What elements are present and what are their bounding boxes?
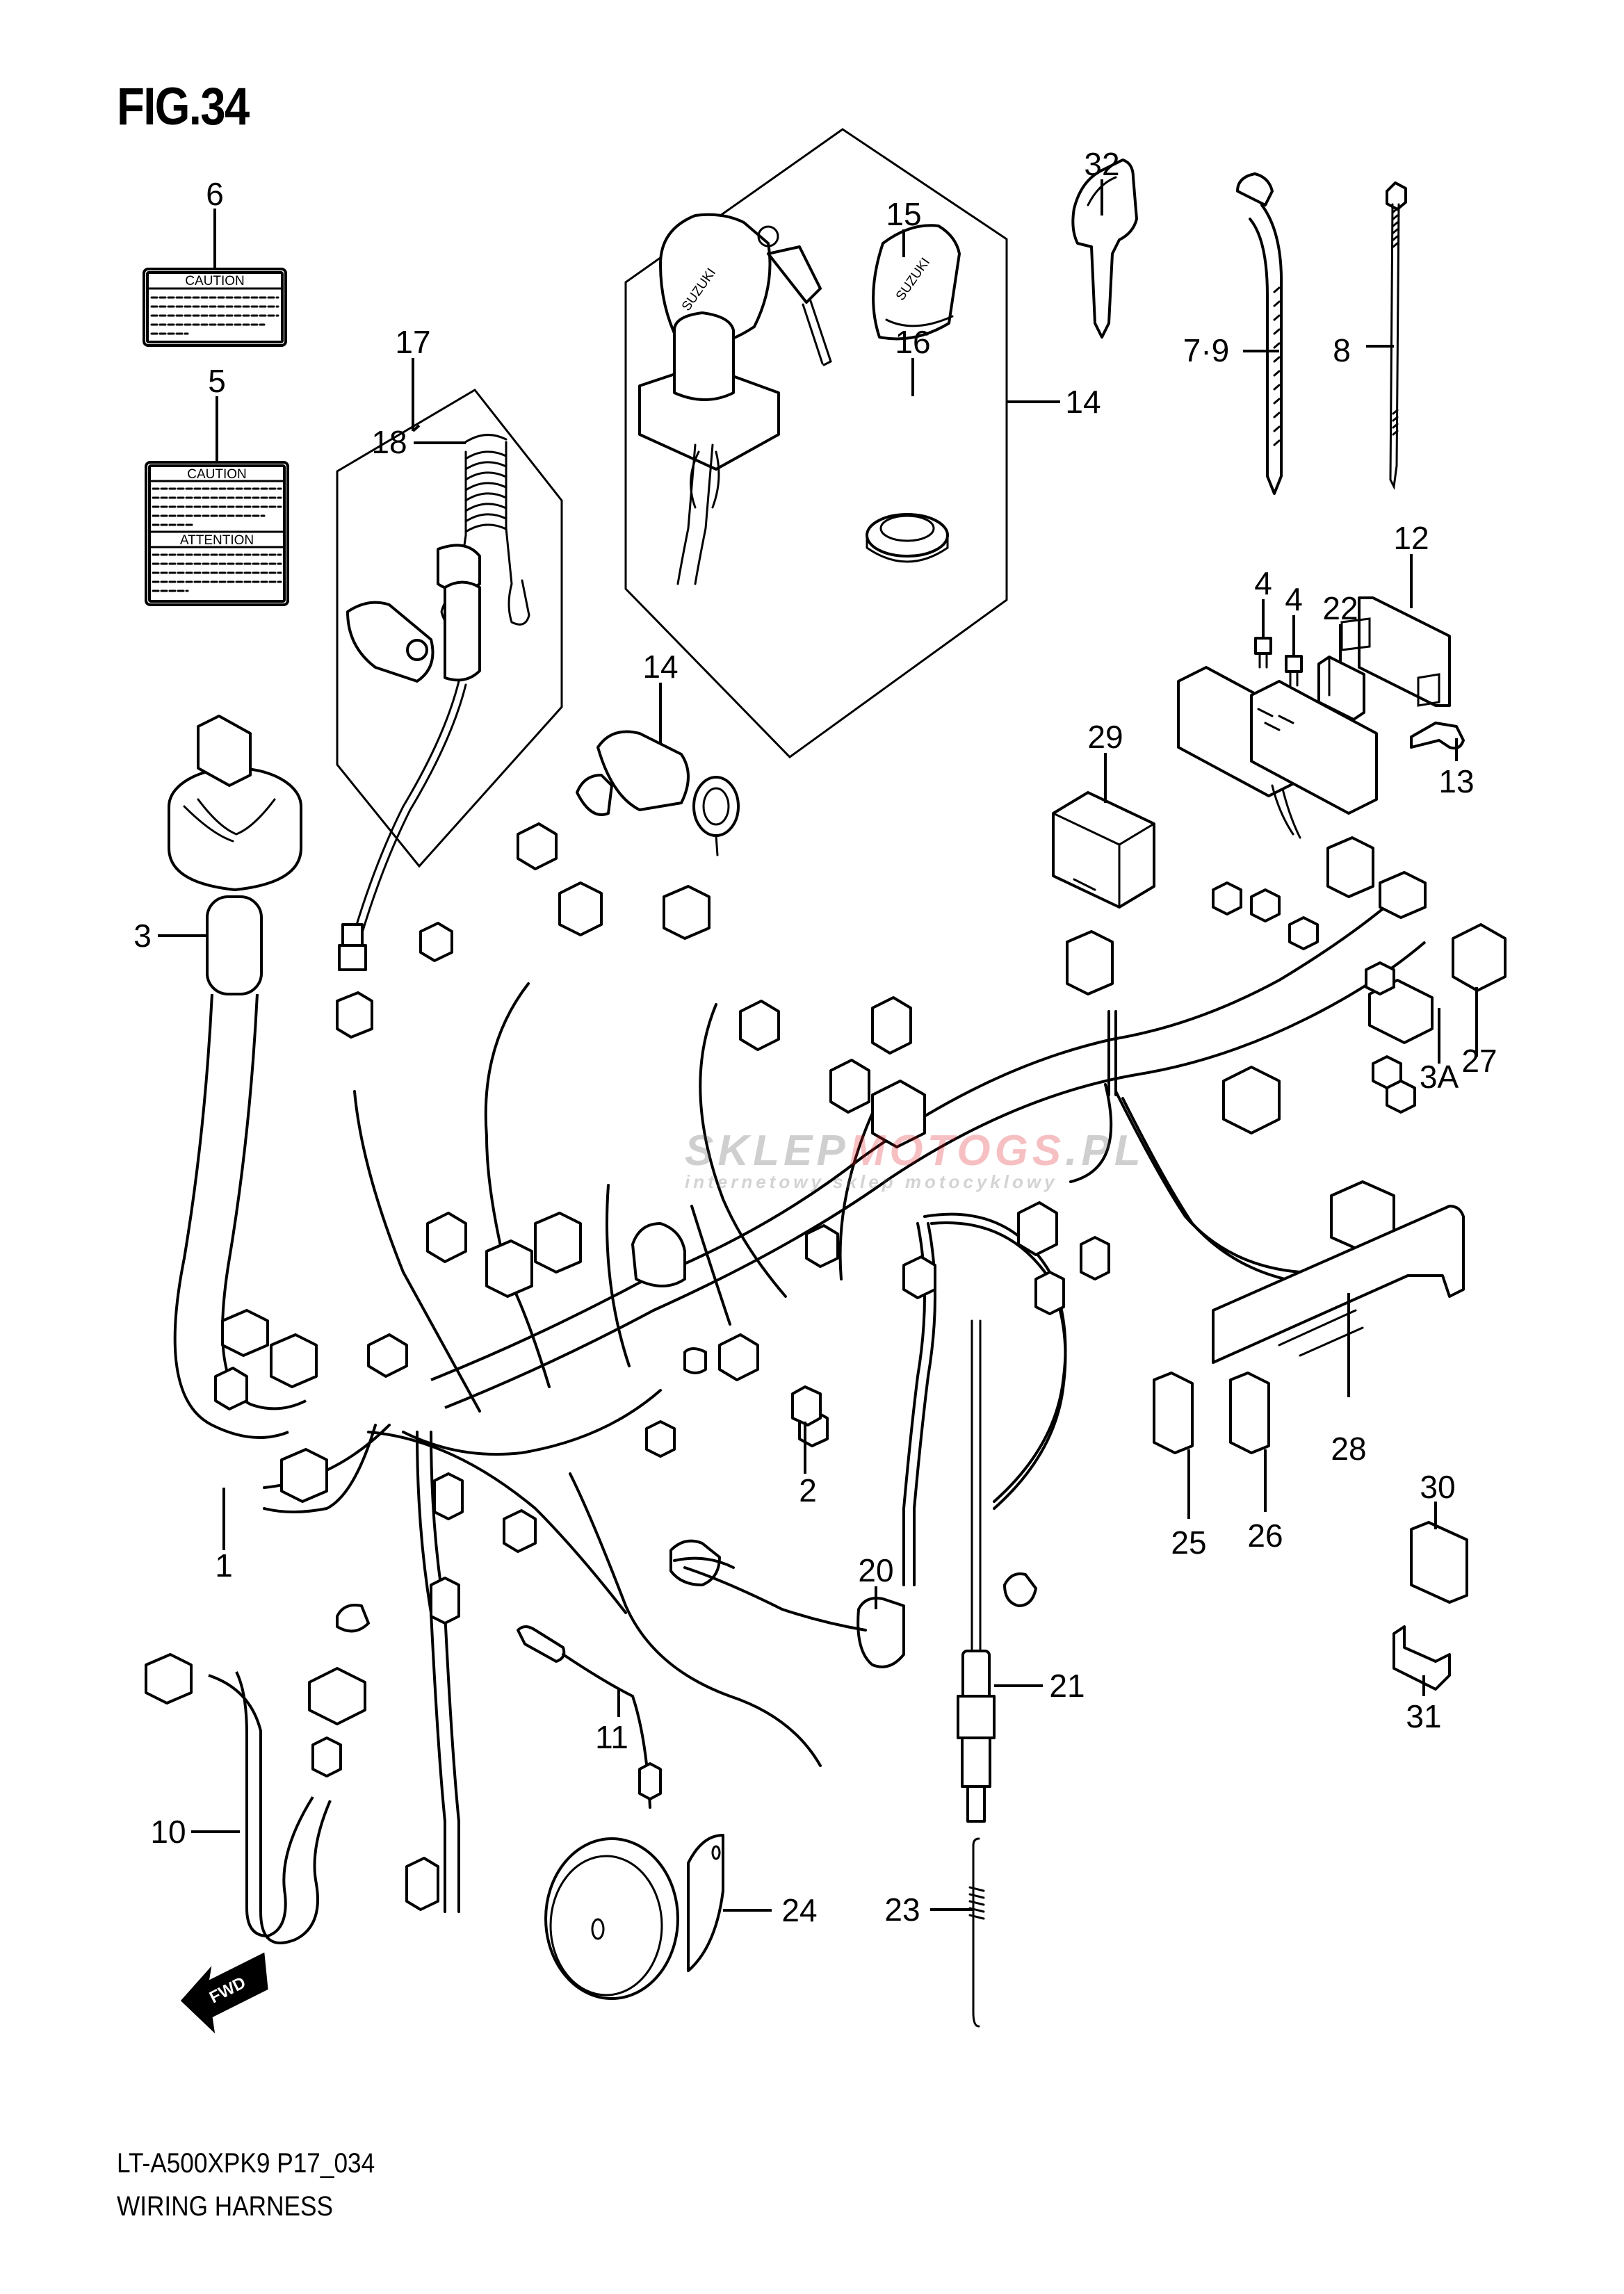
ignition-switch-nut — [866, 513, 949, 563]
callout-31: 31 — [1406, 1698, 1441, 1734]
callout-14: 14 — [642, 649, 678, 685]
callout-12: 12 — [1393, 520, 1429, 556]
callout-27: 27 — [1461, 1043, 1497, 1079]
callout-2: 2 — [799, 1472, 817, 1508]
callout-3: 3 — [133, 918, 152, 954]
emergency-stop-switch-group — [336, 389, 563, 971]
brake-switch-part — [673, 1556, 905, 1668]
callout-1: 1 — [215, 1547, 233, 1584]
callout-10: 10 — [150, 1814, 186, 1850]
callout-4a: 4 — [1254, 565, 1272, 601]
power-socket-part — [576, 730, 740, 856]
callout-3A: 3A — [1420, 1059, 1459, 1095]
connector-cap-part — [791, 1385, 822, 1426]
bracket-part — [1212, 1205, 1465, 1364]
key-blank-part — [1071, 158, 1138, 339]
callout-8: 8 — [1333, 332, 1351, 368]
emergency-switch-body — [338, 580, 481, 971]
callout-21: 21 — [1049, 1668, 1085, 1704]
relay-unit-part — [1052, 791, 1155, 909]
fuse-box-group — [1177, 596, 1465, 839]
caution-heading: CAUTION — [187, 467, 247, 482]
forward-direction-arrow: FWD — [180, 1952, 268, 2034]
ignition-switch-cover: SUZUKI — [872, 224, 961, 341]
callout-23: 24 — [781, 1892, 817, 1928]
horn-part — [544, 1834, 724, 2000]
main-wiring-harness-part — [214, 822, 1507, 1913]
cable-clamp-part — [1236, 172, 1283, 495]
cable-tie-part — [1386, 181, 1407, 491]
callout-17: 16 — [895, 324, 930, 360]
caution-attention-label-part: CAUTION ATTENTION — [145, 461, 289, 606]
callout-22: 23 — [884, 1892, 920, 1928]
callout-19: 18 — [371, 424, 407, 460]
harness-connectors — [214, 822, 1507, 1911]
spring-part — [968, 1837, 985, 2028]
leader-lines — [158, 179, 1478, 1912]
callout-5: 5 — [208, 363, 226, 399]
attention-heading: ATTENTION — [180, 533, 254, 548]
callout-24: 22 — [1322, 590, 1358, 626]
lead-wire-part — [145, 1653, 342, 1944]
callout-26: 26 — [1247, 1518, 1283, 1554]
lanyard-coil — [437, 434, 530, 632]
bracket-small-31 — [1392, 1625, 1451, 1691]
callout-13: 13 — [1438, 763, 1474, 799]
model-code-caption: LT-A500XPK9 P17_034 — [117, 2148, 375, 2179]
ignition-switch-body: SUZUKI — [638, 213, 780, 585]
oxygen-sensor-part — [957, 1319, 996, 1823]
meter-sub-harness-part — [168, 715, 307, 1439]
callout-18: 17 — [395, 324, 430, 360]
callout-numbers: 6 5 17 18 15 14 16 32 7·9 8 4 4 22 12 13… — [133, 146, 1497, 1928]
ignition-key — [757, 225, 832, 366]
callout-6: 6 — [206, 176, 224, 212]
ignition-switch-group: SUZUKI SUZUKI — [624, 128, 1008, 758]
callout-20: 20 — [858, 1552, 893, 1588]
callout-32: 32 — [1084, 146, 1119, 182]
lead-wire-sensor-part — [517, 1625, 662, 1809]
figure-title: FIG.34 — [117, 77, 250, 136]
connector-cover-30 — [1410, 1521, 1468, 1604]
callout-30: 30 — [1420, 1469, 1455, 1505]
caution-label-heading: CAUTION — [185, 274, 245, 288]
callout-29: 29 — [1087, 719, 1123, 755]
section-title-caption: WIRING HARNESS — [117, 2191, 333, 2222]
callout-4b: 4 — [1285, 581, 1303, 617]
callout-25: 25 — [1171, 1524, 1206, 1561]
caution-label-part: CAUTION — [143, 268, 287, 347]
callout-28: 28 — [1331, 1431, 1366, 1467]
connector-cover-25 — [1153, 1372, 1194, 1454]
callout-11: 11 — [595, 1719, 628, 1755]
connector-cover-26 — [1229, 1372, 1270, 1454]
callout-7-9: 7·9 — [1183, 332, 1229, 368]
callout-16: 15 — [886, 196, 921, 232]
callout-15: 14 — [1065, 384, 1101, 420]
